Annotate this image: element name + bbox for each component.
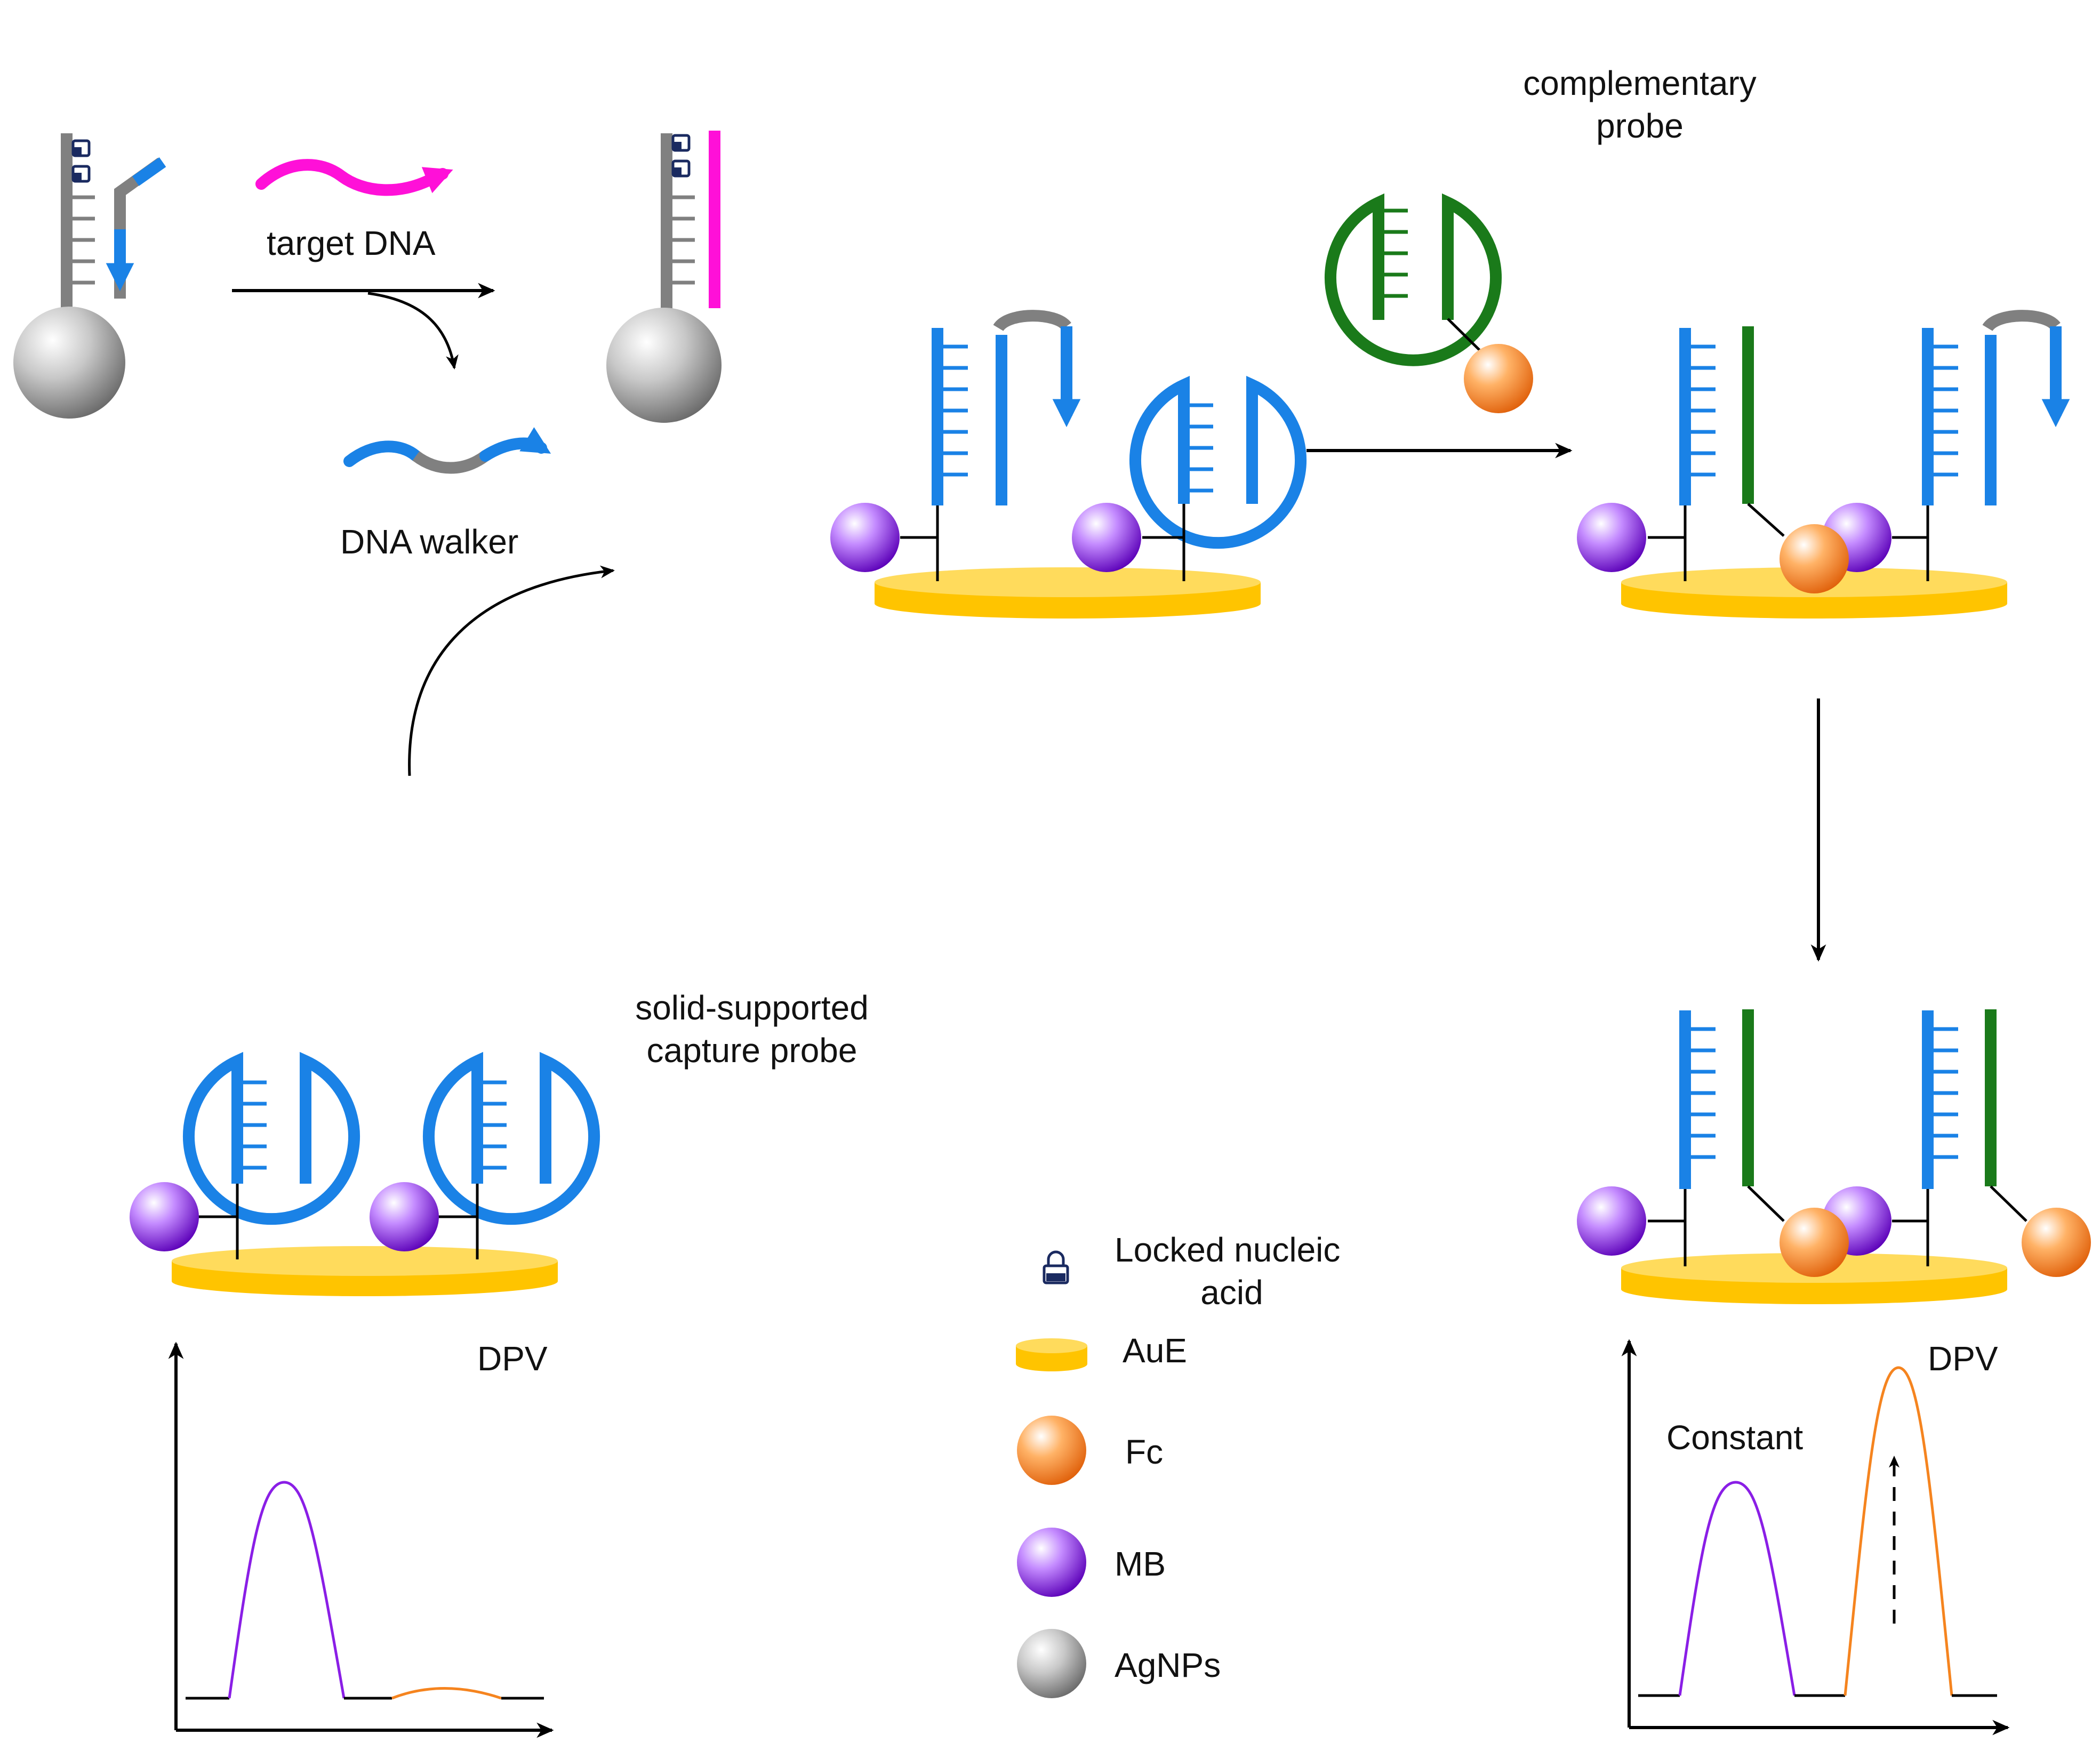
lock-icon [671, 159, 691, 178]
dpv-plot-right [1621, 1339, 2010, 1736]
dpv-left-label: DPV [477, 1339, 548, 1378]
gold-electrode-icon [1016, 1338, 1087, 1371]
mb-sphere [830, 503, 900, 572]
lock-icon [1043, 1250, 1069, 1284]
gray-sphere-icon [1017, 1629, 1086, 1698]
cycle-arrow [408, 565, 615, 776]
dna-walker-label: DNA walker [340, 523, 518, 561]
target-dna-label: target DNA [267, 224, 436, 262]
capture-probe-label-line1: solid-supported [635, 989, 869, 1027]
agnp-sphere [13, 307, 125, 419]
legend: Locked nucleic acid AuE Fc MB AgNPs [1016, 1231, 1340, 1698]
fc-sphere [2022, 1208, 2091, 1277]
fc-peak-curve [391, 1687, 502, 1700]
gold-electrode [875, 567, 1261, 619]
fc-peak-curve [1843, 1366, 1953, 1696]
fc-sphere [1780, 524, 1849, 593]
agnp-target-duplex [606, 131, 722, 423]
fc-sphere [1464, 344, 1533, 413]
mb-sphere [370, 1182, 439, 1251]
complementary-probe-label-line2: probe [1596, 107, 1684, 145]
lock-icon [71, 165, 91, 183]
dpv-plot-left [168, 1342, 554, 1738]
legend-mb-label: MB [1115, 1545, 1166, 1583]
dna-walker-strand [343, 440, 422, 467]
electrode-final [1577, 1009, 2091, 1304]
gold-electrode [172, 1246, 558, 1296]
legend-aue-label: AuE [1123, 1331, 1187, 1370]
legend-agnps-label: AgNPs [1115, 1646, 1221, 1684]
electrode-after-binding [1577, 310, 2070, 619]
mb-sphere [1072, 503, 1141, 572]
legend-lna-label-line2: acid [1200, 1273, 1263, 1312]
lock-icon [71, 139, 91, 157]
mb-peak-curve [228, 1481, 346, 1699]
complementary-probe [1325, 193, 1533, 413]
mb-sphere [130, 1182, 199, 1251]
purple-sphere-icon [1017, 1528, 1086, 1597]
complementary-probe-label-line1: complementary [1523, 64, 1757, 102]
capture-probe-label-line2: capture probe [647, 1031, 857, 1070]
constant-label: Constant [1666, 1418, 1803, 1457]
lock-icon [671, 134, 691, 152]
legend-lna-label-line1: Locked nucleic [1115, 1231, 1340, 1269]
electrode-walker-stage [830, 310, 1307, 619]
capture-probe-electrode [130, 1051, 600, 1296]
legend-fc-label: Fc [1125, 1433, 1163, 1471]
dpv-right-label: DPV [1928, 1339, 1998, 1378]
orange-sphere-icon [1017, 1416, 1086, 1485]
release-arrow [367, 292, 459, 370]
mb-sphere [1577, 503, 1646, 572]
agnp-sphere [606, 308, 722, 423]
mb-peak-curve [1678, 1481, 1796, 1696]
agnp-walker-complex [13, 133, 166, 419]
mb-sphere [1577, 1186, 1646, 1256]
fc-sphere [1780, 1208, 1849, 1277]
target-dna-strand [255, 159, 453, 196]
